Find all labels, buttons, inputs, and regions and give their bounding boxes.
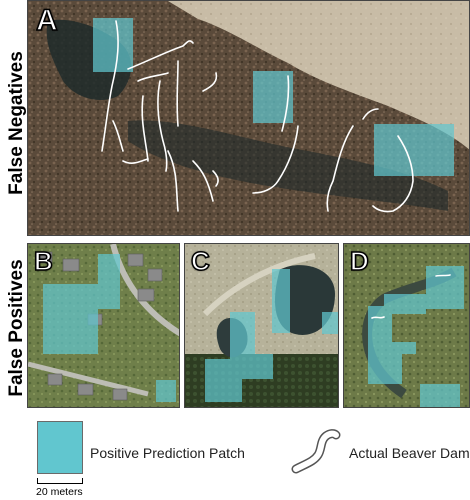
prediction-patch — [374, 124, 454, 176]
legend-dam-label: Actual Beaver Dam — [349, 445, 470, 461]
house — [77, 383, 94, 396]
beaver-dam — [141, 95, 149, 162]
beaver-dam — [435, 274, 451, 277]
prediction-patch — [93, 18, 133, 72]
panel-b-aerial-image: B — [27, 243, 180, 408]
beaver-dam — [137, 72, 169, 82]
prediction-patch — [368, 266, 464, 384]
house — [147, 268, 163, 282]
panel-letter-d: D — [349, 246, 369, 276]
legend-patch-label: Positive Prediction Patch — [90, 445, 245, 461]
beaver-dam — [127, 40, 194, 70]
beaver-dam — [362, 108, 379, 120]
legend-dam-icon — [291, 429, 341, 474]
beaver-dam — [176, 60, 179, 127]
panel-c-aerial-image: C — [184, 243, 339, 408]
panel-letter-c: C — [190, 246, 210, 276]
beaver-dam — [212, 170, 219, 187]
prediction-patch — [420, 384, 460, 407]
panel-a-aerial-image: A — [27, 0, 470, 236]
house — [127, 253, 144, 267]
beaver-dam — [326, 125, 354, 212]
house — [37, 251, 53, 264]
house — [137, 288, 155, 302]
beaver-dam — [101, 20, 119, 152]
prediction-patch — [156, 380, 176, 402]
beaver-dam — [372, 135, 414, 213]
beaver-dam — [122, 158, 149, 164]
panel-letter-a: A — [35, 4, 58, 37]
prediction-patch — [205, 312, 273, 402]
beaver-dam — [167, 150, 179, 212]
panel-b-svg — [28, 244, 179, 407]
scale-bar — [37, 478, 83, 484]
prediction-patch — [43, 254, 120, 354]
beaver-dam — [192, 160, 214, 202]
beaver-dam — [112, 120, 124, 152]
panel-letter-b: B — [33, 246, 53, 276]
prediction-patch — [253, 71, 293, 123]
beaver-dam-lines — [101, 20, 414, 213]
house — [47, 373, 63, 386]
panel-b-road — [28, 361, 149, 397]
prediction-patch — [272, 269, 290, 333]
scale-bar-label: 20 meters — [36, 486, 83, 498]
house — [112, 388, 128, 401]
panel-a-svg — [28, 1, 469, 235]
beaver-dam — [252, 125, 299, 194]
panel-d-svg — [344, 244, 469, 407]
panel-a-hillside — [168, 1, 469, 150]
house — [62, 258, 80, 272]
panel-a-channel — [128, 120, 448, 211]
panel-d-aerial-image: D — [343, 243, 470, 408]
panel-b-houses — [37, 251, 163, 401]
panel-c-svg — [185, 244, 338, 407]
beaver-dam — [202, 72, 218, 92]
beaver-dam-lines — [371, 274, 451, 319]
beaver-dam — [371, 316, 385, 319]
panel-c-road — [202, 253, 316, 317]
legend-patch-swatch — [37, 421, 83, 474]
beaver-dam — [281, 75, 290, 132]
beaver-dam — [157, 80, 168, 172]
prediction-patch — [322, 312, 338, 334]
